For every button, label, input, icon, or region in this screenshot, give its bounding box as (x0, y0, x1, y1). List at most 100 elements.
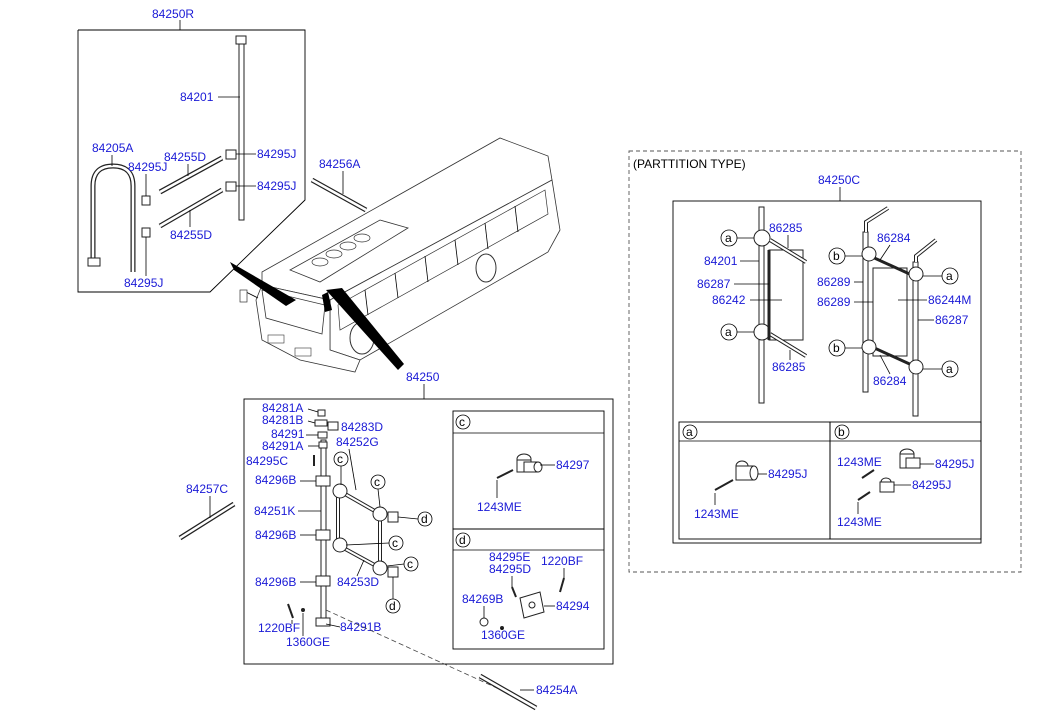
label-86284-a[interactable]: 86284 (877, 231, 911, 245)
handrail-84205A (90, 163, 136, 272)
bracket-84295J-4 (225, 181, 237, 192)
detail-c: c 84297 1243ME (452, 410, 605, 530)
label-86289-a[interactable]: 86289 (817, 275, 851, 289)
partition-type-title: (PARTTITION TYPE) (633, 157, 746, 171)
label-86287-a[interactable]: 86287 (697, 277, 731, 291)
label-1220BF-d[interactable]: 1220BF (541, 554, 583, 568)
label-84295D[interactable]: 84295D (489, 562, 531, 576)
screw-1243ME-c (496, 469, 514, 479)
nut-1360GE (301, 608, 305, 612)
svg-text:c: c (392, 536, 398, 550)
frame-84252G (332, 483, 399, 578)
label-84295J-d[interactable]: 84295J (124, 276, 163, 290)
label-1360GE-d[interactable]: 1360GE (481, 628, 525, 642)
label-86285-a[interactable]: 86285 (769, 221, 803, 235)
svg-text:a: a (725, 325, 732, 339)
svg-text:a: a (725, 231, 732, 245)
label-1243ME-a[interactable]: 1243ME (694, 507, 739, 521)
svg-text:a: a (686, 425, 693, 439)
label-84256A[interactable]: 84256A (319, 157, 360, 171)
bracket-84294 (519, 591, 545, 619)
svg-text:c: c (374, 475, 380, 489)
label-1360GE[interactable]: 1360GE (286, 635, 330, 649)
label-1220BF[interactable]: 1220BF (258, 621, 300, 635)
part-84281B (314, 419, 328, 427)
label-84295J-pb1[interactable]: 84295J (935, 457, 974, 471)
svg-text:d: d (389, 599, 396, 613)
callout-circles-main: c c d c c d (333, 451, 433, 614)
label-84252G[interactable]: 84252G (336, 435, 379, 449)
partition-left-assembly (753, 206, 808, 404)
svg-text:a: a (946, 269, 953, 283)
svg-text:b: b (833, 341, 840, 355)
svg-text:b: b (838, 425, 845, 439)
pole-84251K (315, 439, 331, 627)
rod-84257C: 84257C (178, 482, 236, 541)
bracket-84295J-2 (141, 227, 151, 238)
label-84296B-c[interactable]: 84296B (255, 575, 296, 589)
part-84283D (327, 421, 339, 431)
bracket-84295J-3 (225, 149, 237, 160)
label-86285-b[interactable]: 86285 (772, 360, 806, 374)
label-84295J-a[interactable]: 84295J (128, 160, 167, 174)
label-84254A[interactable]: 84254A (536, 683, 577, 697)
label-84250C[interactable]: 84250C (818, 173, 860, 187)
label-84281B[interactable]: 84281B (262, 413, 303, 427)
label-86287-b[interactable]: 86287 (935, 313, 969, 327)
label-84295J-pa[interactable]: 84295J (768, 467, 807, 481)
label-1243ME-b2[interactable]: 1243ME (837, 515, 882, 529)
label-84291B[interactable]: 84291B (340, 620, 381, 634)
label-86242[interactable]: 86242 (712, 293, 746, 307)
label-1243ME-c[interactable]: 1243ME (477, 500, 522, 514)
part-84281A (317, 409, 326, 417)
detail-d: d 84295E 84295D 1220BF 84269B 84294 1360… (452, 528, 605, 650)
rod-84254A: 84254A (478, 673, 577, 711)
washer-84269B (479, 617, 489, 627)
label-86289-b[interactable]: 86289 (817, 295, 851, 309)
label-1243ME-b1[interactable]: 1243ME (837, 455, 882, 469)
screw-84295D (511, 586, 517, 598)
label-84250[interactable]: 84250 (406, 370, 440, 384)
group-84250: 84250 84281A 84281B 84283D 84291 84252G … (243, 370, 614, 695)
label-84250R[interactable]: 84250R (152, 7, 194, 21)
label-84294[interactable]: 84294 (556, 599, 590, 613)
label-84281A[interactable]: 84281A (262, 401, 303, 415)
label-84251K[interactable]: 84251K (254, 504, 295, 518)
svg-text:a: a (946, 362, 953, 376)
label-84291[interactable]: 84291 (271, 427, 305, 441)
rod-84256A: 84256A (310, 157, 368, 213)
label-84257C[interactable]: 84257C (186, 482, 228, 496)
svg-text:d: d (421, 512, 428, 526)
partition-type-section: (PARTTITION TYPE) 84250C a a 86285 84201… (628, 150, 1022, 573)
svg-text:c: c (337, 452, 343, 466)
label-84201[interactable]: 84201 (180, 90, 214, 104)
label-84296B-b[interactable]: 84296B (255, 528, 296, 542)
part-84291A (318, 441, 328, 449)
label-84205A[interactable]: 84205A (92, 141, 133, 155)
svg-text:d: d (459, 533, 466, 547)
label-84295E[interactable]: 84295E (489, 550, 530, 564)
label-84295J-pb2[interactable]: 84295J (912, 478, 951, 492)
label-84283D[interactable]: 84283D (341, 420, 383, 434)
label-84291A[interactable]: 84291A (262, 439, 303, 453)
label-86244M[interactable]: 86244M (928, 293, 971, 307)
svg-text:c: c (407, 557, 413, 571)
label-84255D-b[interactable]: 84255D (170, 228, 212, 242)
screw-1220BF (287, 603, 294, 619)
screw-1220BF-d (559, 577, 565, 593)
part-84291 (317, 431, 328, 439)
tee-84297 (516, 453, 543, 473)
label-84297[interactable]: 84297 (556, 458, 590, 472)
label-86284-b[interactable]: 86284 (873, 374, 907, 388)
label-84296B-a[interactable]: 84296B (255, 473, 296, 487)
label-84295J-b[interactable]: 84295J (257, 147, 296, 161)
partition-right-assembly (861, 206, 938, 417)
label-84269B[interactable]: 84269B (462, 592, 503, 606)
label-84201-r[interactable]: 84201 (704, 254, 738, 268)
label-84295J-c[interactable]: 84295J (257, 179, 296, 193)
label-84255D-a[interactable]: 84255D (164, 150, 206, 164)
label-84253D[interactable]: 84253D (337, 575, 379, 589)
label-84295C[interactable]: 84295C (246, 454, 288, 468)
bus-illustration (230, 137, 561, 373)
